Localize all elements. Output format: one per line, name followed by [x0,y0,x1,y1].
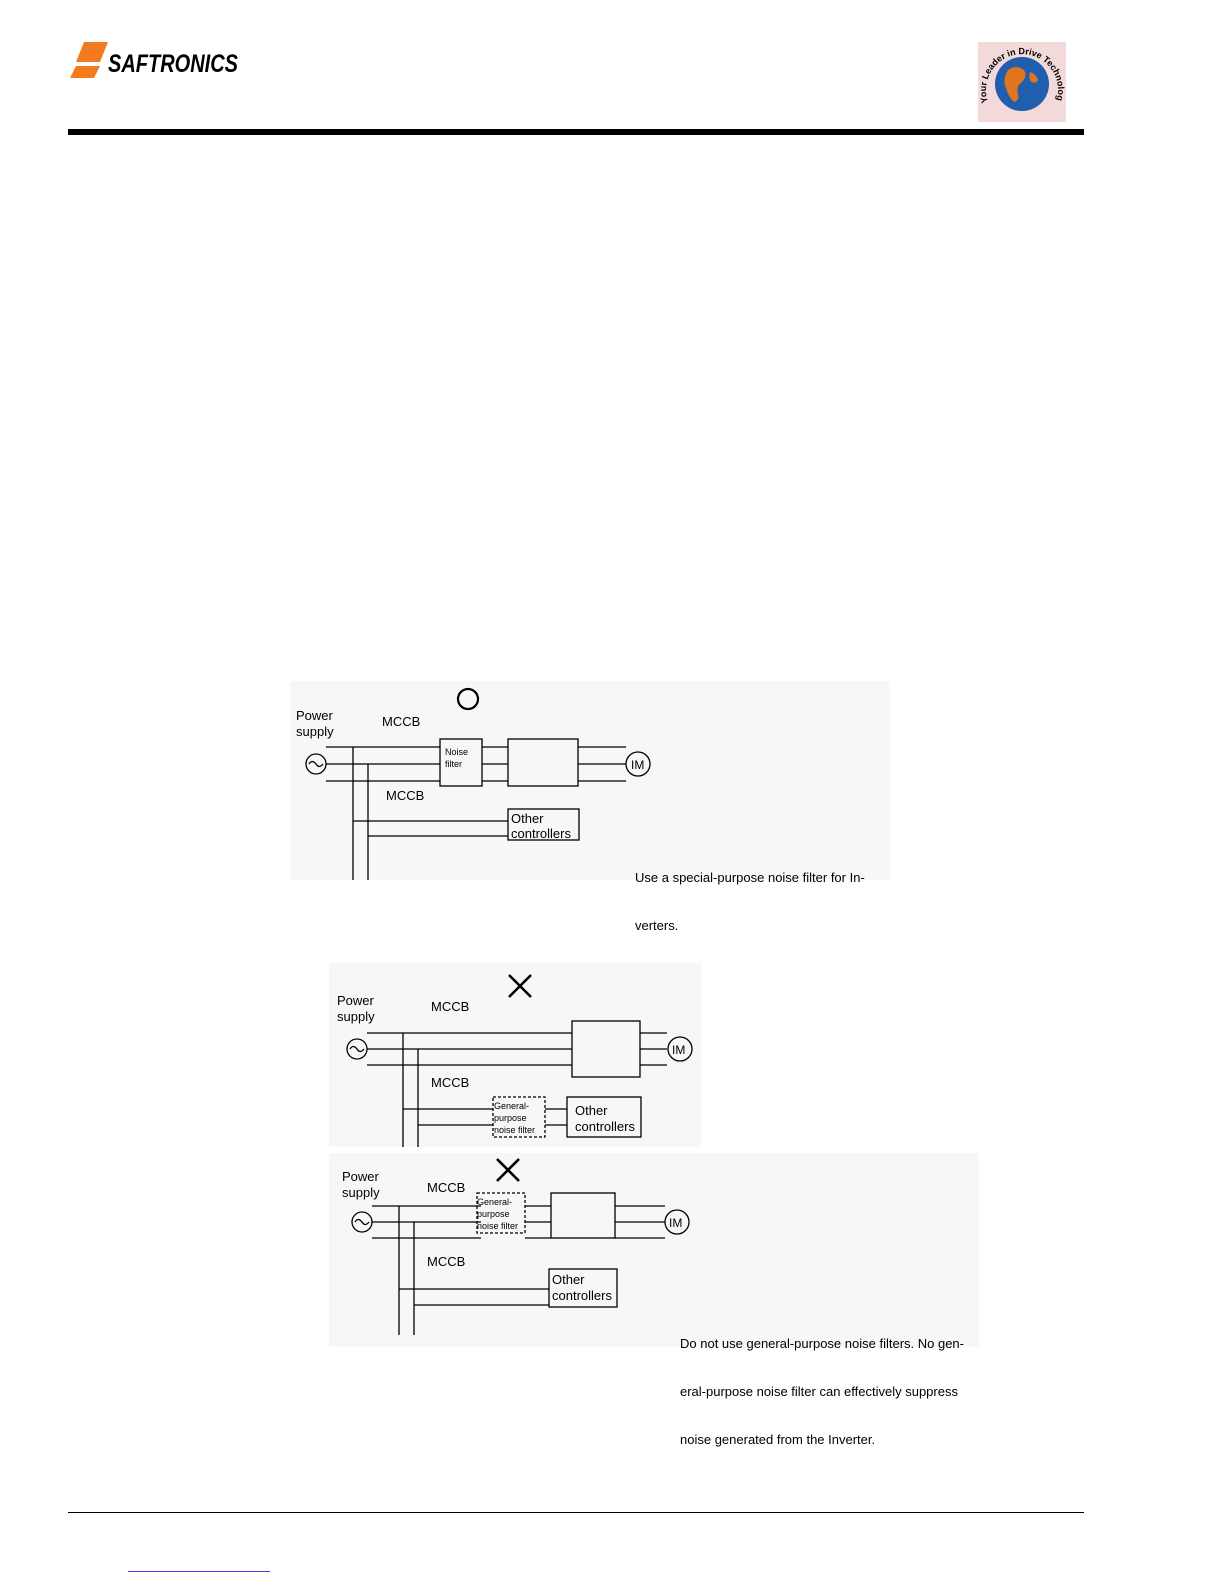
motor-label: IM [631,758,644,772]
motor-label: IM [672,1043,685,1057]
other-controllers-label-1: Other [552,1272,585,1287]
power-supply-label-1: Power [296,708,334,723]
mccb-label-lower: MCCB [431,1075,469,1090]
diagram-wrong-a: Power supply MCCB MCCB IM General- purpo… [329,963,701,1147]
mccb-label: MCCB [427,1180,465,1195]
general-filter-label-3: noise filter [477,1221,518,1231]
power-supply-label-1: Power [342,1169,380,1184]
general-filter-label-3: noise filter [494,1125,535,1135]
other-controllers-label-2: controllers [552,1288,612,1303]
power-supply-label-2: supply [296,724,334,739]
diagram-correct: Power supply MCCB MCCB Noise filter IM O… [290,681,890,933]
mccb-label: MCCB [382,714,420,729]
caption-correct: Use a special-purpose noise filter for I… [635,838,865,966]
power-supply-label-2: supply [337,1009,375,1024]
other-controllers-label-1: Other [511,811,544,826]
motor-label: IM [669,1216,682,1230]
saftronics-logo: SAFTRONICS [68,38,243,84]
diagram-wrong-b: Power supply MCCB MCCB General- purpose … [329,1153,979,1447]
caption-line: Use a special-purpose noise filter for I… [635,870,865,885]
general-filter-label-2: purpose [477,1209,510,1219]
power-supply-label-2: supply [342,1185,380,1200]
caption-line: Do not use general-purpose noise filters… [680,1336,964,1351]
general-filter-label-1: General- [494,1101,529,1111]
caption-line: eral-purpose noise filter can effectivel… [680,1384,958,1399]
footer-rule [68,1512,1084,1513]
caption-line: verters. [635,918,679,933]
mccb-label-lower: MCCB [386,788,424,803]
general-filter-label-2: purpose [494,1113,527,1123]
caption-line: noise generated from the Inverter. [680,1432,876,1447]
caption-wrong: Do not use general-purpose noise filters… [680,1304,964,1480]
mccb-label-lower: MCCB [427,1254,465,1269]
general-filter-label-1: General- [477,1197,512,1207]
globe-logo: Your Leader in Drive Technology [975,34,1066,122]
brand-text: SAFTRONICS [108,50,238,78]
noise-filter-label-1: Noise [445,747,468,757]
other-controllers-label-2: controllers [575,1119,635,1134]
other-controllers-label-2: controllers [511,826,571,841]
other-controllers-label-1: Other [575,1103,608,1118]
header-rule [68,129,1084,135]
power-supply-label-1: Power [337,993,375,1008]
footer-link-underline[interactable] [128,1571,270,1572]
mccb-label: MCCB [431,999,469,1014]
noise-filter-label-2: filter [445,759,462,769]
